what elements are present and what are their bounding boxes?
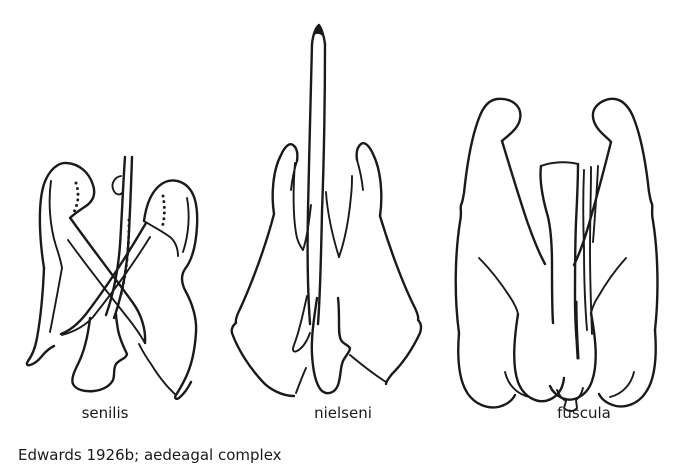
- fuscula-drawing: [454, 97, 659, 412]
- senilis-label: senilis: [81, 404, 129, 422]
- nielseni-drawing: [230, 23, 423, 398]
- nielseni-label: nielseni: [314, 404, 372, 422]
- fuscula-label: fuscula: [557, 404, 611, 422]
- senilis-drawing: [25, 155, 199, 400]
- plate-caption: Edwards 1926b; aedeagal complex: [18, 446, 282, 464]
